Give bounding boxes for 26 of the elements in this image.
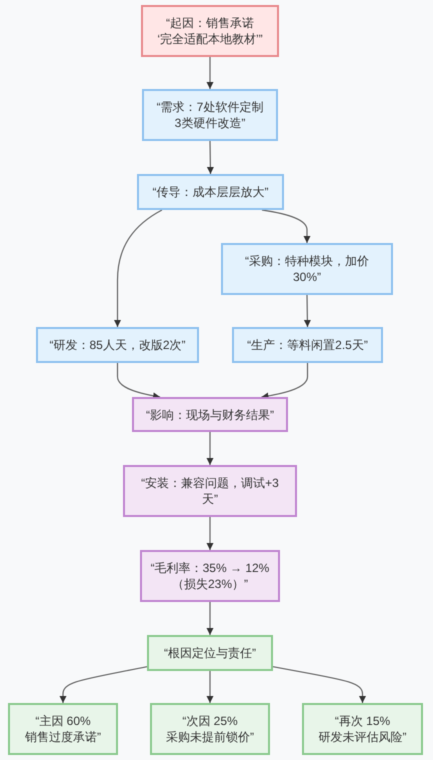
- arrow: [206, 671, 214, 703]
- process-box: “主因 60%销售过度承诺”: [8, 703, 118, 755]
- process-box: “影响：现场与财务结果”: [132, 397, 288, 432]
- arrow: [206, 432, 214, 465]
- arrow: [262, 209, 310, 243]
- arrow: [206, 141, 214, 174]
- process-box: “采购：特种模块，加价30%”: [221, 243, 393, 295]
- process-box: “起因：销售承诺‘完全适配本地教材’”: [141, 5, 279, 57]
- arrow: [116, 363, 160, 400]
- arrow: [272, 666, 366, 703]
- arrow: [206, 517, 214, 550]
- arrow: [261, 363, 308, 400]
- process-box: “毛利率：35% → 12%（损失23%）”: [140, 550, 280, 602]
- arrow: [60, 666, 148, 703]
- process-box: “安装：兼容问题，调试+3天”: [123, 465, 297, 517]
- arrow: [206, 602, 214, 635]
- process-box: “研发：85人天，改版2次”: [36, 327, 199, 363]
- process-box: “再次 15%研发未评估风险”: [302, 703, 423, 755]
- arrow: [206, 57, 214, 89]
- process-box: “次因 25%采购未提前锁价”: [150, 703, 270, 755]
- arrow: [114, 209, 162, 327]
- process-box: “需求：7处软件定制3类硬件改造”: [142, 89, 278, 141]
- arrow: [304, 294, 311, 328]
- process-box: “传导：成本层层放大”: [137, 174, 284, 210]
- process-box: “根因定位与责任”: [147, 635, 273, 671]
- process-box: “生产：等料闲置2.5天”: [232, 327, 383, 363]
